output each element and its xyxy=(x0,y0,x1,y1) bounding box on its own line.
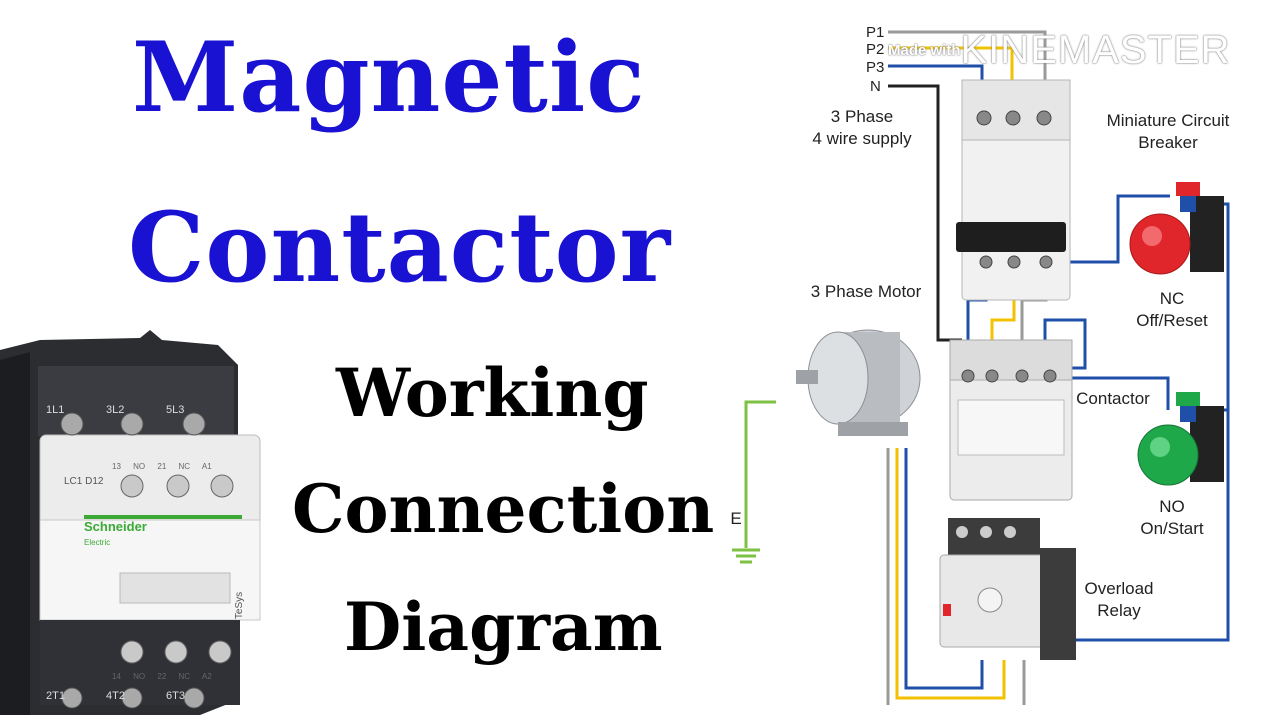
watermark-brand: KINEMASTER xyxy=(960,28,1231,72)
overload-relay xyxy=(939,518,1076,660)
mcb-label: Miniature Circuit Breaker xyxy=(1086,110,1250,154)
aux-top-2: NO xyxy=(133,462,146,471)
supply-label-line-2: 4 wire supply xyxy=(812,129,912,148)
supply-line-p3: P3 xyxy=(866,59,885,76)
nc-label-line-2: Off/Reset xyxy=(1136,311,1208,330)
aux-bottom-3: 22 xyxy=(157,672,167,681)
device-top-terminal-1: 1L1 xyxy=(46,404,65,416)
device-top-terminal-2: 3L2 xyxy=(106,404,125,416)
aux-bottom-2: NO xyxy=(133,672,146,681)
contactor-diagram xyxy=(949,339,1073,501)
wire-coil xyxy=(1043,318,1087,370)
device-model: LC1 D12 xyxy=(64,476,104,487)
supply-line-p2: P2 xyxy=(866,41,885,58)
no-push-button xyxy=(1137,392,1224,486)
watermark-prefix: Made with xyxy=(888,42,961,59)
three-phase-motor xyxy=(796,329,921,436)
nc-label-line-1: NC xyxy=(1159,289,1185,308)
device-brand-sub: Electric xyxy=(84,538,111,547)
watermark: Made withKINEMASTER xyxy=(888,28,1231,73)
supply-label: 3 Phase 4 wire supply xyxy=(800,106,924,150)
title-line-1: Magnetic xyxy=(132,21,646,134)
overload-label: Overload Relay xyxy=(1076,578,1162,622)
device-bottom-terminal-3: 6T3 xyxy=(166,690,185,702)
no-label: NO On/Start xyxy=(1124,496,1220,540)
earth-symbol-icon xyxy=(732,548,760,564)
wire-motor-3 xyxy=(904,448,984,690)
miniature-circuit-breaker xyxy=(956,79,1071,301)
mcb-label-line-1: Miniature Circuit xyxy=(1106,111,1230,130)
supply-line-p1: P1 xyxy=(866,24,885,41)
device-bottom-terminal-1: 2T1 xyxy=(46,690,65,702)
overload-label-line-1: Overload xyxy=(1084,579,1154,598)
nc-label: NC Off/Reset xyxy=(1124,288,1220,332)
wire-control-to-nc xyxy=(1046,194,1170,264)
aux-top-5: A1 xyxy=(201,462,212,471)
device-brand: Schneider Electric xyxy=(84,520,147,550)
aux-bottom-5: A2 xyxy=(201,672,212,681)
earth-label: E xyxy=(730,509,742,528)
device-brand-name: Schneider xyxy=(84,519,147,534)
title-line-2: Contactor xyxy=(128,191,672,304)
wire-no-feed xyxy=(1066,376,1170,410)
no-label-line-1: NO xyxy=(1159,497,1185,516)
aux-top-3: 21 xyxy=(157,462,167,471)
contactor-label: Contactor xyxy=(1076,389,1150,408)
nc-push-button xyxy=(1129,182,1224,275)
device-aux-top: 13 NO 21 NC A1 xyxy=(112,462,212,471)
subtitle-line-2: Connection xyxy=(292,476,715,542)
device-top-terminal-3: 5L3 xyxy=(166,404,185,416)
no-label-line-2: On/Start xyxy=(1140,519,1204,538)
supply-line-n: N xyxy=(870,78,881,95)
wire-motor-2 xyxy=(895,448,1006,700)
aux-bottom-4: NC xyxy=(178,672,191,681)
aux-top-4: NC xyxy=(178,462,191,471)
device-aux-bottom: 14 NO 22 NC A2 xyxy=(112,672,212,681)
motor-label: 3 Phase Motor xyxy=(810,282,922,301)
overload-label-line-2: Relay xyxy=(1097,601,1141,620)
aux-bottom-1: 14 xyxy=(112,672,121,681)
device-bottom-terminal-2: 4T2 xyxy=(106,690,125,702)
subtitle-line-1: Working xyxy=(336,354,649,432)
mcb-label-line-2: Breaker xyxy=(1138,133,1198,152)
subtitle-line-3: Diagram xyxy=(344,588,663,666)
supply-label-line-1: 3 Phase xyxy=(830,107,894,126)
device-series: TeSys xyxy=(234,591,246,620)
aux-top-1: 13 xyxy=(112,462,121,471)
wire-earth xyxy=(744,400,776,548)
contactor-device-photo xyxy=(0,330,261,715)
